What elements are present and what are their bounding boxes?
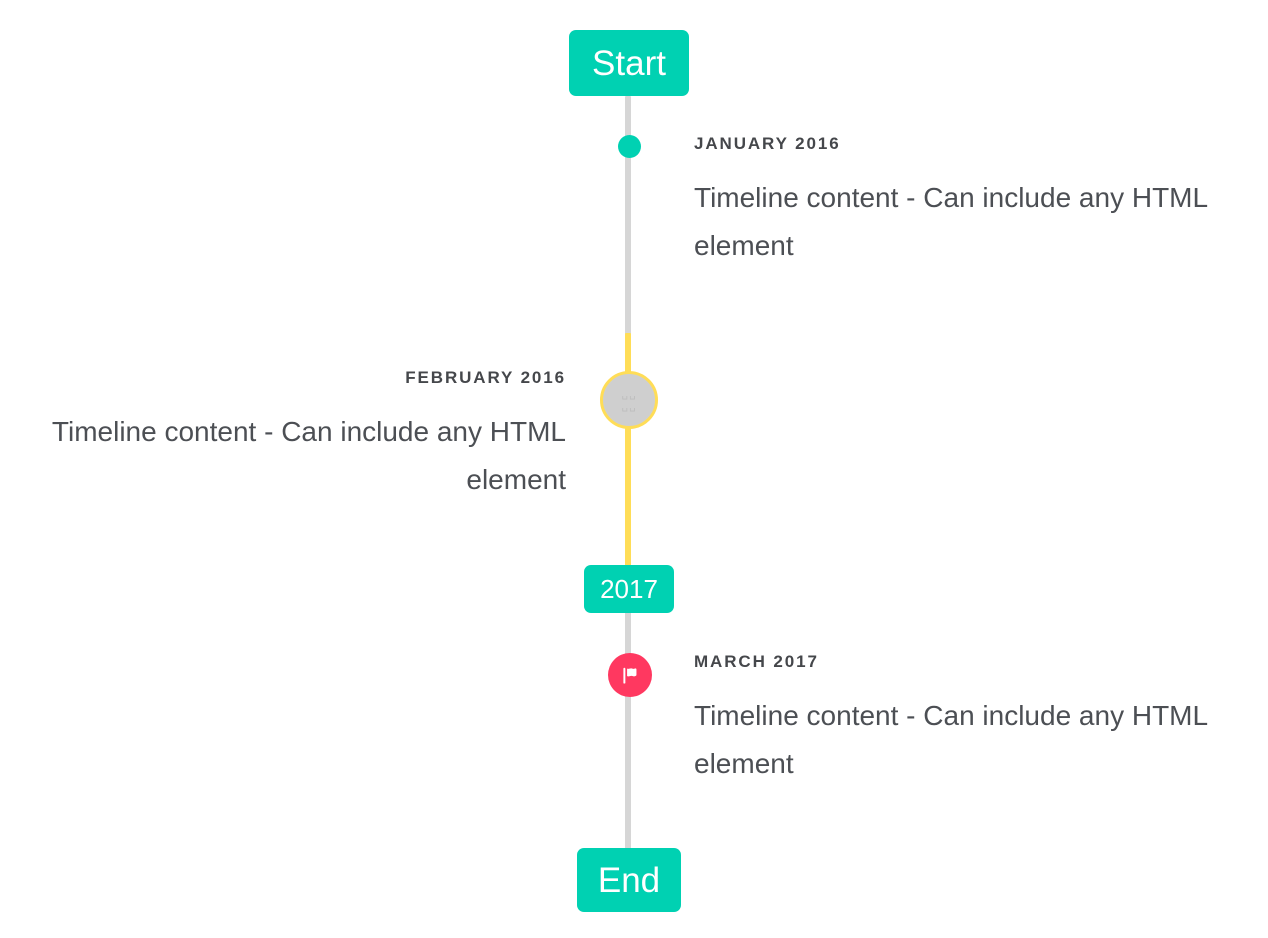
timeline-rail-segment-bottom (625, 612, 631, 855)
missing-glyph-icon: ␣␣ ␣␣ (621, 387, 637, 412)
timeline-marker-flag-march[interactable] (608, 653, 652, 697)
timeline-rail-segment-highlight (625, 333, 631, 568)
timeline-entry-date: March 2017 (694, 652, 819, 671)
timeline-footer-badge[interactable]: End (577, 848, 681, 912)
timeline-entry-january: January 2016 Timeline content - Can incl… (694, 134, 1218, 270)
timeline-header-badge[interactable]: Start (569, 30, 689, 96)
timeline-entry-body: Timeline content - Can include any HTML … (694, 182, 1208, 262)
timeline-entry-body: Timeline content - Can include any HTML … (694, 700, 1208, 780)
timeline-rail-segment-top (625, 96, 631, 337)
timeline-marker-dot-january[interactable] (618, 135, 641, 158)
timeline-entry-date: January 2016 (694, 134, 841, 153)
timeline-entry-march: March 2017 Timeline content - Can includ… (694, 652, 1218, 788)
timeline-middle-badge[interactable]: 2017 (584, 565, 674, 613)
timeline-entry-date: February 2016 (405, 368, 566, 387)
flag-icon (620, 665, 641, 686)
timeline-marker-ring-february[interactable]: ␣␣ ␣␣ (600, 371, 658, 429)
timeline-entry-february: February 2016 Timeline content - Can inc… (42, 368, 566, 504)
timeline-entry-body: Timeline content - Can include any HTML … (51, 416, 566, 496)
